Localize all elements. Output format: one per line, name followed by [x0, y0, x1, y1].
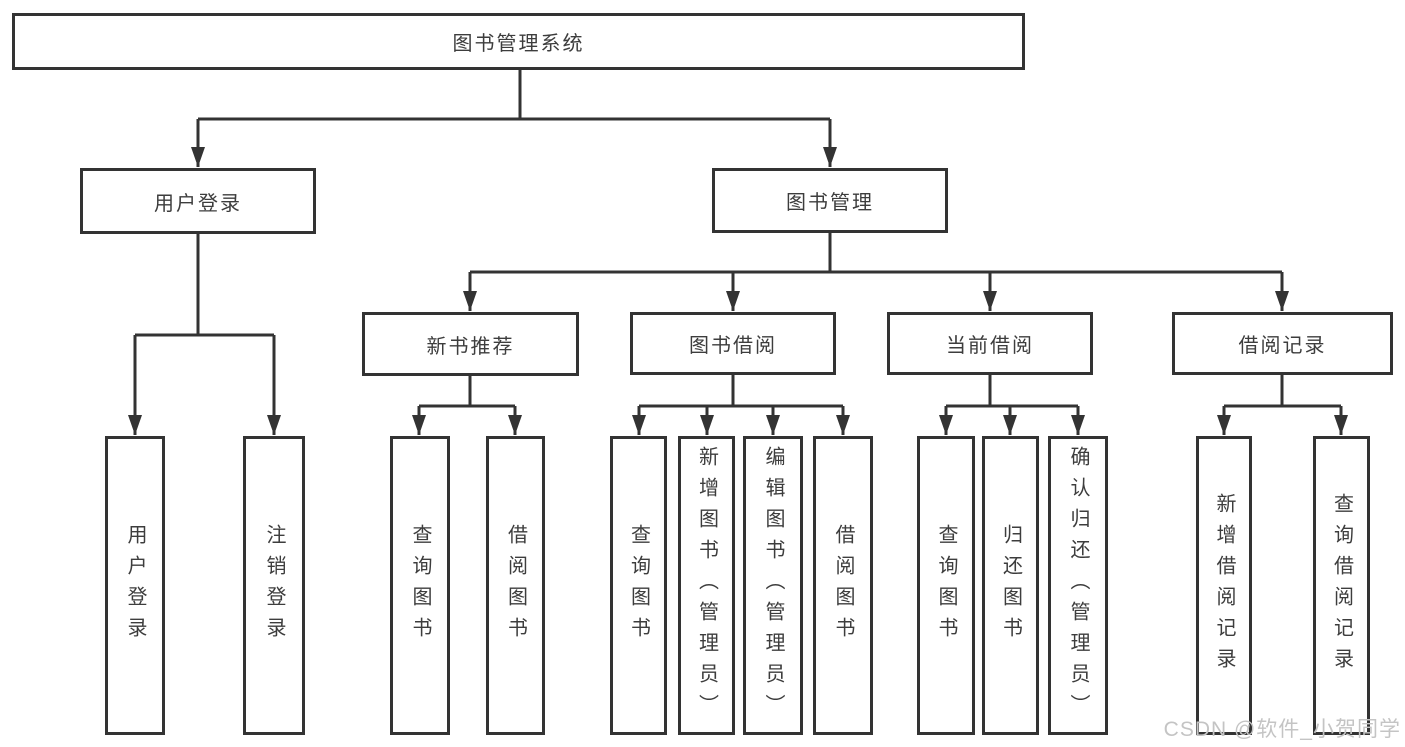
- node-borrow-records: 借阅记录: [1172, 312, 1393, 375]
- node-book-borrowing-label: 图书借阅: [689, 335, 777, 357]
- leaf-add-borrow-record: 新增借阅记录: [1196, 436, 1252, 735]
- leaf-query-borrow-record: 查询借阅记录: [1313, 436, 1370, 735]
- leaf-query-books-borrowing-label: 查询图书: [627, 523, 650, 648]
- leaf-add-books-admin-label: 新增图书（管理员）: [695, 446, 718, 725]
- leaf-edit-books-admin: 编辑图书（管理员）: [743, 436, 803, 735]
- node-book-management: 图书管理: [712, 168, 948, 233]
- leaf-borrow-books: 借阅图书: [813, 436, 873, 735]
- leaf-query-books-recommend: 查询图书: [390, 436, 450, 735]
- leaf-edit-books-admin-label: 编辑图书（管理员）: [762, 446, 784, 725]
- node-book-management-label: 图书管理: [786, 192, 874, 214]
- node-new-book-recommend: 新书推荐: [362, 312, 579, 376]
- csdn-watermark: CSDN @软件_小贺同学: [1163, 718, 1401, 741]
- node-borrow-records-label: 借阅记录: [1238, 335, 1327, 357]
- leaf-borrow-books-recommend-label: 借阅图书: [504, 523, 527, 648]
- node-current-borrowing-label: 当前借阅: [946, 335, 1034, 357]
- leaf-user-login-label: 用户登录: [124, 523, 146, 648]
- leaf-user-login: 用户登录: [105, 436, 165, 735]
- node-current-borrowing: 当前借阅: [887, 312, 1093, 375]
- node-library-system-label: 图书管理系统: [452, 33, 585, 55]
- node-library-system: 图书管理系统: [12, 13, 1025, 70]
- node-new-book-recommend-label: 新书推荐: [426, 335, 515, 358]
- leaf-borrow-books-recommend: 借阅图书: [486, 436, 545, 735]
- leaf-logout: 注销登录: [243, 436, 305, 735]
- leaf-add-books-admin: 新增图书（管理员）: [678, 436, 735, 735]
- leaf-confirm-return-admin: 确认归还（管理员）: [1048, 436, 1108, 735]
- leaf-borrow-books-label: 借阅图书: [832, 523, 854, 648]
- node-user-login: 用户登录: [80, 168, 316, 234]
- leaf-query-books-current-label: 查询图书: [935, 523, 957, 648]
- node-book-borrowing: 图书借阅: [630, 312, 836, 375]
- leaf-add-borrow-record-label: 新增借阅记录: [1213, 492, 1235, 679]
- leaf-return-books: 归还图书: [982, 436, 1039, 735]
- leaf-query-borrow-record-label: 查询借阅记录: [1330, 492, 1353, 679]
- leaf-query-books-borrowing: 查询图书: [610, 436, 667, 735]
- leaf-logout-label: 注销登录: [263, 523, 285, 648]
- leaf-query-books-recommend-label: 查询图书: [409, 523, 431, 648]
- leaf-return-books-label: 归还图书: [999, 523, 1022, 648]
- leaf-query-books-current: 查询图书: [917, 436, 975, 735]
- leaf-confirm-return-admin-label: 确认归还（管理员）: [1067, 446, 1089, 725]
- node-user-login-label: 用户登录: [154, 192, 242, 215]
